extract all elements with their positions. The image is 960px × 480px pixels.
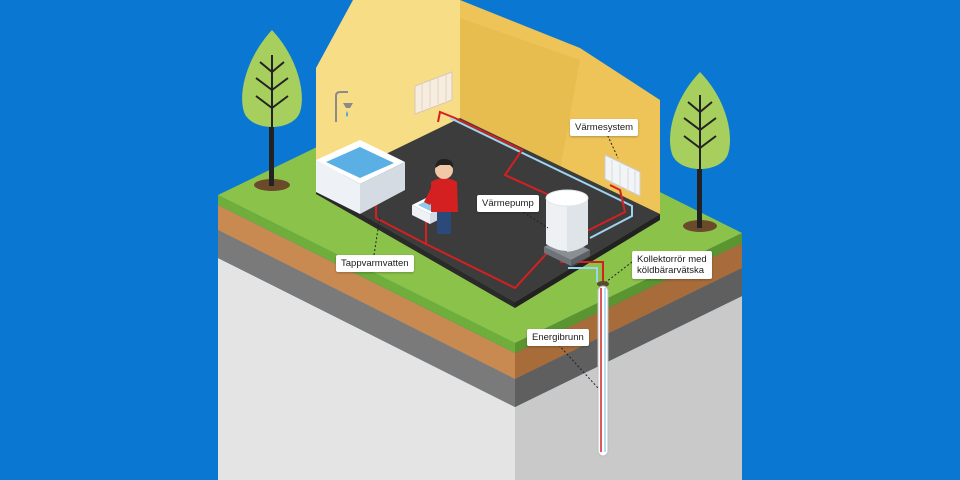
tree-left: [242, 30, 302, 191]
grass-edge-left: [218, 195, 515, 353]
radiator-right: [604, 154, 641, 197]
leader-lines: [373, 131, 633, 389]
well-shaft: [597, 285, 609, 457]
soil-left: [218, 205, 515, 379]
leader-kollektorror: [605, 261, 633, 283]
well-top: [597, 281, 609, 287]
radiator-back: [414, 71, 453, 115]
label-energibrunn: Energibrunn: [527, 329, 589, 346]
person-torso: [431, 178, 458, 212]
tree-right: [670, 72, 730, 232]
person-head: [435, 161, 453, 179]
tree-branches: [683, 95, 717, 182]
hot-pipe-tap: [425, 214, 549, 290]
cold-pipe-heating: [449, 117, 633, 239]
collector-return: [568, 267, 598, 282]
tree-trunk: [269, 120, 274, 186]
bedrock-right: [515, 296, 742, 480]
person-hair: [435, 158, 454, 168]
leader-varmepump: [519, 209, 549, 229]
heat-pump-top: [545, 189, 589, 207]
wall-shadow: [460, 18, 580, 170]
label-kollektorror: Kollektorrör med köldbärarvätska: [632, 251, 712, 279]
pipes: [375, 110, 633, 290]
person-legs: [437, 212, 451, 234]
back-wall-left: [316, 0, 460, 188]
floor-edge-left: [316, 188, 515, 308]
hot-pipe-rad2: [582, 184, 627, 234]
person-icon: [424, 158, 458, 234]
clay-right: [515, 268, 742, 407]
shower-icon: [335, 91, 353, 122]
tree-branches: [255, 55, 289, 140]
energy-well: [597, 281, 609, 457]
leader-varmesystem: [605, 131, 619, 159]
hot-pipe-heating: [437, 110, 561, 201]
bathtub: [316, 140, 405, 214]
bedrock-left: [218, 258, 515, 480]
tree-trunk: [697, 160, 702, 228]
heat-pump: [544, 189, 590, 266]
hot-pipe-bath: [375, 205, 427, 245]
label-varmesystem: Värmesystem: [570, 119, 639, 136]
leader-tappvarmvatten: [373, 215, 381, 256]
clay-left: [218, 230, 515, 407]
label-tappvarmvatten: Tappvarmvatten: [336, 255, 414, 272]
person-arm: [424, 188, 436, 205]
label-varmepump: Värmepump: [477, 195, 539, 212]
